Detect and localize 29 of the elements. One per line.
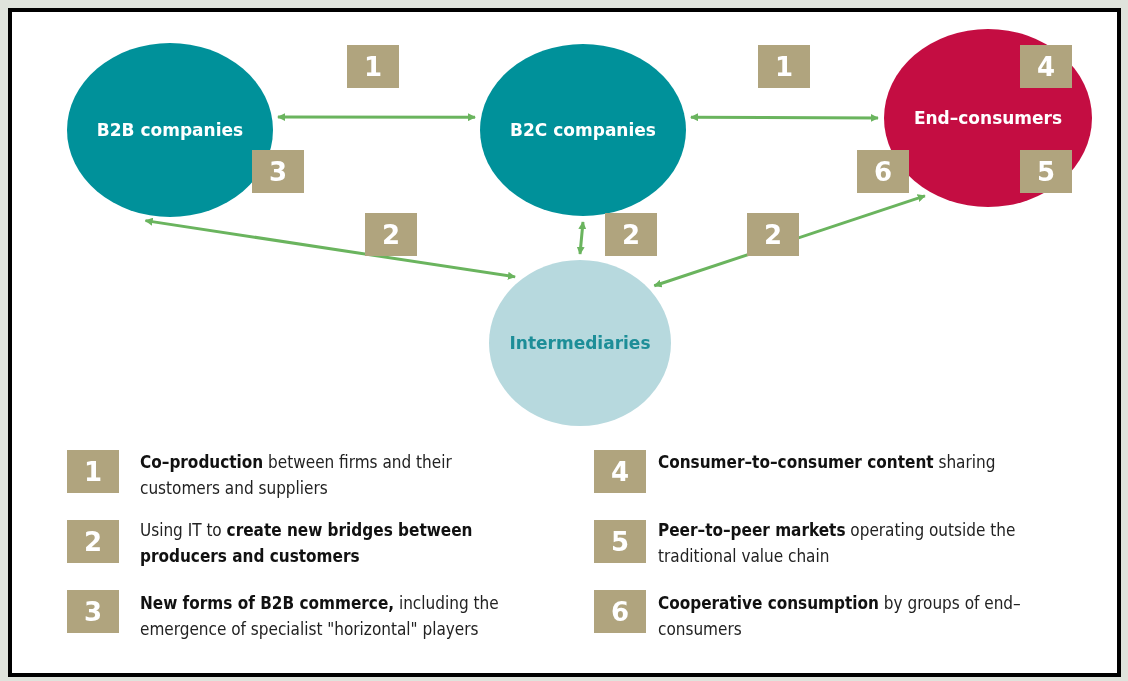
callout-number: 2: [747, 213, 799, 256]
callout-number: 4: [594, 450, 646, 493]
callout-number: 6: [857, 150, 909, 193]
node-label: Intermediaries: [508, 332, 652, 354]
node-label: B2B companies: [95, 119, 245, 141]
key-text: Peer–to–peer markets operating outside the traditional value chain: [658, 519, 1017, 568]
double-arrow: [144, 217, 516, 280]
callout-number: 1: [758, 45, 810, 88]
key-text: Cooperative consumption by groups of end–consumers: [658, 592, 1022, 641]
callout-number: 4: [1020, 45, 1072, 88]
callout-number: 2: [67, 520, 119, 563]
node-label: B2C companies: [509, 119, 657, 141]
double-arrow: [576, 221, 587, 255]
double-arrow: [690, 113, 879, 122]
callout-number: 6: [594, 590, 646, 633]
callout-number: 5: [1020, 150, 1072, 193]
double-arrow: [277, 113, 476, 122]
node-label: End–consumers: [912, 107, 1064, 129]
key-text: Consumer–to–consumer content sharing: [658, 451, 997, 474]
callout-number: 1: [347, 45, 399, 88]
callout-number: 2: [365, 213, 417, 256]
callout-number: 3: [67, 590, 119, 633]
key-text: Using IT to create new bridges between producers and customers: [140, 519, 474, 568]
callout-number: 1: [67, 450, 119, 493]
callout-number: 2: [605, 213, 657, 256]
key-text: Co–production between firms and their customers and suppliers: [140, 451, 453, 500]
callout-number: 3: [252, 150, 304, 193]
key-text: New forms of B2B commerce, including the emergence of specialist "horizontal" players: [140, 592, 500, 641]
callout-number: 5: [594, 520, 646, 563]
